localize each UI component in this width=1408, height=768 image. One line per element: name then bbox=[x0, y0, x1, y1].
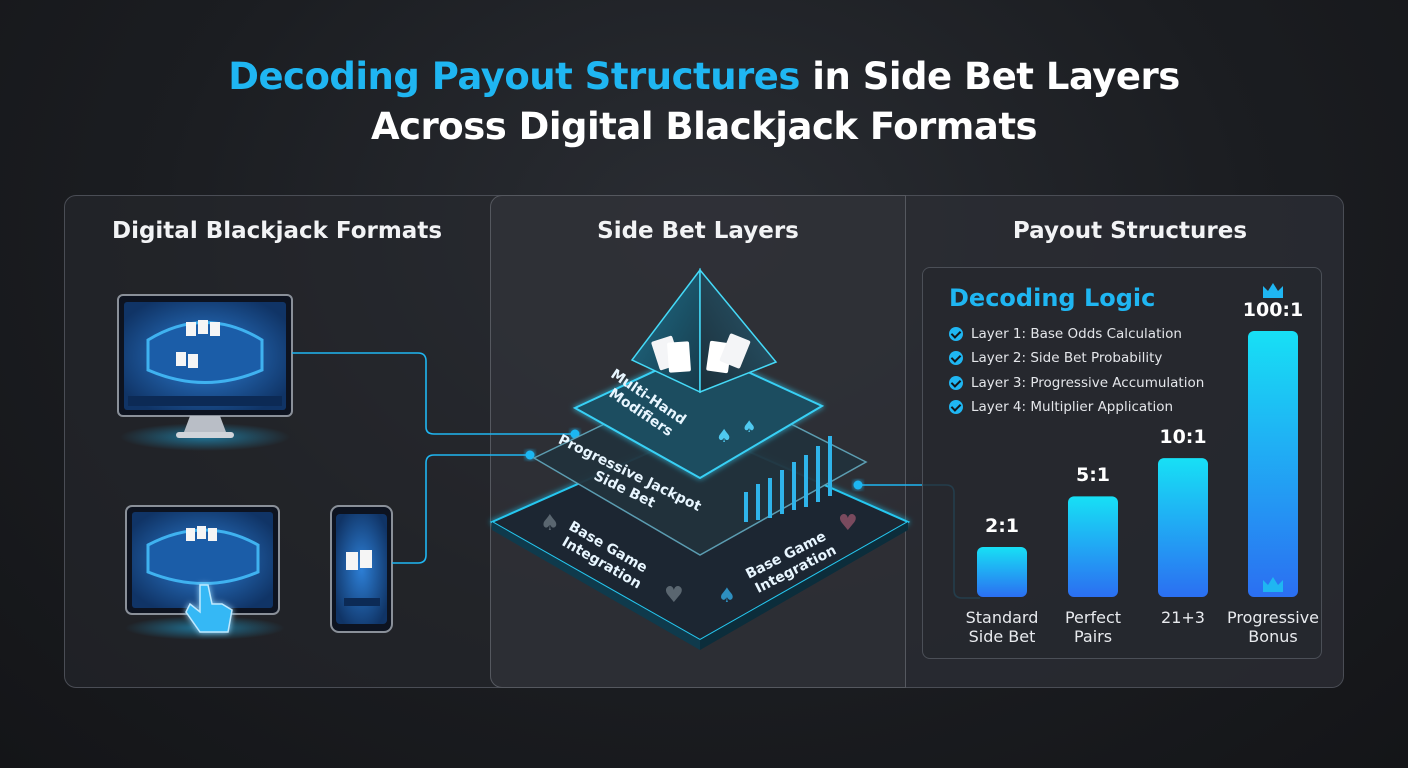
title-line2: Across Digital Blackjack Formats bbox=[370, 105, 1038, 148]
page-title: Decoding Payout Structures in Side Bet L… bbox=[0, 52, 1408, 152]
logic-item: Layer 3: Progressive Accumulation bbox=[949, 371, 1204, 395]
tablet-icon bbox=[125, 505, 285, 640]
decoding-logic-list: Layer 1: Base Odds Calculation Layer 2: … bbox=[949, 322, 1204, 419]
check-icon bbox=[949, 375, 963, 390]
title-accent: Decoding Payout Structures bbox=[228, 55, 800, 98]
side-bet-pyramid: ♠ ♠ ♠ ♥ ♠ ♥ Multi-Hand Modifiers Progres… bbox=[489, 267, 911, 650]
logic-item-text: Layer 4: Multiplier Application bbox=[971, 399, 1174, 416]
bar-value-label: 5:1 bbox=[1075, 464, 1111, 487]
check-icon bbox=[949, 327, 963, 342]
connector-dot bbox=[570, 429, 580, 439]
logic-item: Layer 1: Base Odds Calculation bbox=[949, 322, 1204, 346]
bar-1 bbox=[1068, 496, 1118, 597]
logic-item: Layer 2: Side Bet Probability bbox=[949, 346, 1204, 370]
connector-dot bbox=[525, 450, 535, 460]
card-icon bbox=[651, 333, 751, 374]
check-icon bbox=[949, 351, 963, 366]
logic-item: Layer 4: Multiplier Application bbox=[949, 395, 1204, 419]
smartphone-icon bbox=[330, 505, 393, 633]
spade-icon: ♠ bbox=[716, 426, 732, 447]
growth-bars-icon bbox=[744, 436, 832, 522]
bar-value-label: 100:1 bbox=[1242, 299, 1304, 321]
bar-3 bbox=[1248, 331, 1298, 597]
section-title-payouts: Payout Structures bbox=[1012, 218, 1248, 244]
desktop-monitor-icon bbox=[117, 294, 293, 451]
logic-item-text: Layer 3: Progressive Accumulation bbox=[971, 374, 1205, 391]
connector-dot bbox=[853, 480, 863, 490]
title-rest: in Side Bet Layers bbox=[799, 55, 1180, 98]
section-title-layers: Side Bet Layers bbox=[597, 218, 799, 244]
heart-icon: ♥ bbox=[664, 583, 684, 608]
bar-value-label: 2:1 bbox=[984, 515, 1020, 537]
spade-icon: ♠ bbox=[742, 417, 756, 436]
section-title-formats: Digital Blackjack Formats bbox=[111, 218, 443, 244]
bar-0 bbox=[977, 547, 1027, 597]
hand-pointer-icon bbox=[185, 584, 233, 633]
bar-value-label: 10:1 bbox=[1159, 426, 1207, 449]
check-icon bbox=[949, 400, 963, 415]
decoding-logic-title: Decoding Logic bbox=[949, 284, 1156, 312]
bar-2 bbox=[1158, 458, 1208, 597]
logic-item-text: Layer 2: Side Bet Probability bbox=[971, 350, 1163, 367]
crown-icon bbox=[1263, 283, 1283, 592]
spade-icon: ♠ bbox=[718, 583, 736, 607]
heart-icon: ♥ bbox=[838, 511, 858, 536]
spade-icon: ♠ bbox=[540, 511, 560, 536]
logic-item-text: Layer 1: Base Odds Calculation bbox=[971, 326, 1182, 343]
bar-category-label: 21+3 bbox=[1161, 608, 1205, 627]
